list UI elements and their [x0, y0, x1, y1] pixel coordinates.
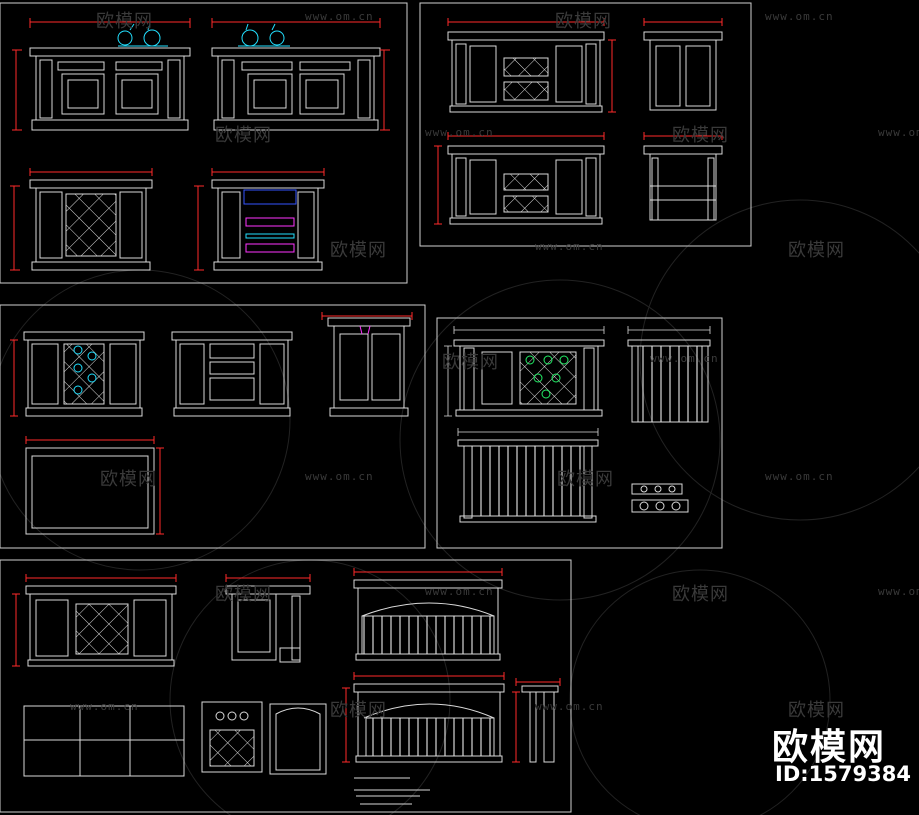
sheet-1-island-elevations [10, 18, 390, 271]
front-elevation-columns [453, 339, 605, 417]
watermark-url: www.om.cn [425, 126, 494, 139]
watermark-brand: 欧模网 [557, 469, 614, 490]
watermark-url: www.om.cn [765, 470, 834, 483]
plan-view-bottom [23, 705, 185, 777]
watermark-brand: 欧模网 [215, 584, 272, 605]
side-elevation-shelves [211, 179, 325, 271]
side-elevation-turned-leg [521, 685, 559, 763]
watermark-url: www.om.cn [425, 585, 494, 598]
arch-detail [269, 703, 327, 775]
side-elevation-open [643, 145, 723, 221]
profile-strip [354, 777, 430, 805]
watermark-url: www.om.cn [878, 585, 919, 598]
watermark-url: www.om.cn [535, 240, 604, 253]
watermark-url: www.om.cn [878, 126, 919, 139]
watermark-brand: 欧模网 [330, 240, 387, 261]
watermark-brand: 欧模网 [442, 352, 499, 373]
dimensions-sheet-5 [12, 568, 561, 763]
side-elevation-top [643, 31, 723, 111]
dimensions-sheet-4 [444, 326, 711, 436]
side-elevation-column [225, 585, 311, 663]
sheet-4-slatted-island [444, 326, 711, 523]
magenta-glasses [359, 325, 371, 335]
watermark-brand: 欧模网 [215, 125, 272, 146]
sheet-5-arched-island [12, 568, 561, 805]
brand-logo-name: 欧模网 [772, 727, 887, 768]
watermark-brand: 欧模网 [330, 700, 387, 721]
front-elevation-wine-rack [23, 331, 145, 417]
front-elevation-left [29, 47, 191, 131]
watermark-brand: 欧模网 [788, 240, 845, 261]
watermark-brand: 欧模网 [788, 700, 845, 721]
sheet-2-basket-island [434, 18, 723, 225]
lattice-detail [201, 701, 263, 773]
watermark-url: www.om.cn [765, 10, 834, 23]
watermark-url: www.om.cn [535, 700, 604, 713]
watermark-brand: 欧模网 [100, 469, 157, 490]
watermark-brand: 欧模网 [555, 11, 612, 32]
side-elevation-doors [327, 317, 411, 417]
side-elevation-lattice [29, 179, 153, 271]
front-elevation-lattice-center [25, 585, 177, 667]
dimensions-sheet-1 [10, 18, 390, 271]
side-elevation-slats [627, 339, 711, 423]
front-elevation-basket-bottom [447, 145, 605, 225]
watermark-url: www.om.cn [650, 352, 719, 365]
dimensions-sheet-2 [434, 18, 723, 225]
sheet-frames [0, 2, 752, 813]
hardware-details [631, 483, 689, 513]
sheet-3-wine-island [10, 312, 413, 535]
green-bottles [525, 355, 569, 399]
back-elevation-arched-bottom [353, 683, 505, 763]
dimensions-sheet-3 [10, 312, 413, 535]
back-elevation-slats [457, 439, 599, 523]
watermark-brand: 欧模网 [96, 11, 153, 32]
watermark-url: www.om.cn [70, 700, 139, 713]
watermark-brand: 欧模网 [672, 584, 729, 605]
watermark-url: www.om.cn [305, 10, 374, 23]
decor-vases-left [117, 23, 168, 47]
watermark-url: www.om.cn [305, 470, 374, 483]
front-elevation-right [211, 47, 381, 131]
front-elevation-drawers [171, 331, 293, 417]
watermark-brand: 欧模网 [672, 125, 729, 146]
plan-view-top [25, 447, 155, 535]
back-elevation-arched-top [353, 579, 503, 661]
wine-bottles [73, 345, 97, 395]
brand-logo-id: ID:1579384 [775, 762, 911, 786]
front-elevation-basket-top [447, 31, 605, 113]
decor-vases-right [238, 23, 290, 47]
